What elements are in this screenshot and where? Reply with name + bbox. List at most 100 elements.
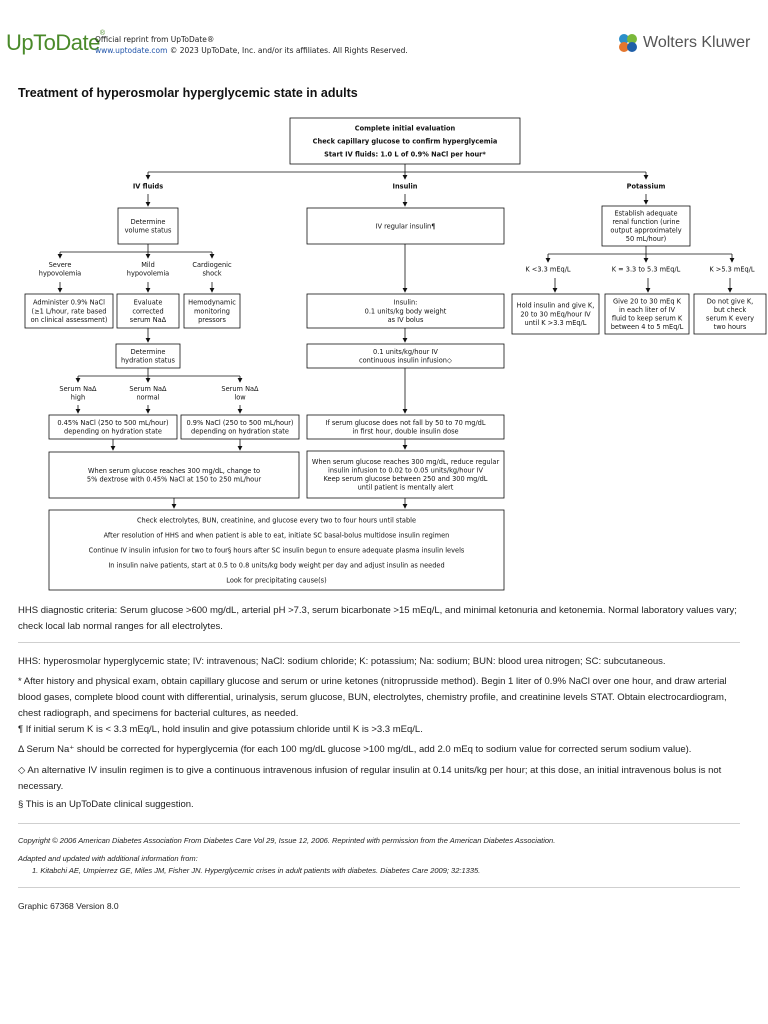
do-not-give-potassium-text: two hours bbox=[714, 323, 747, 331]
administer-nacl-text: Administer 0.9% NaCl bbox=[33, 299, 105, 307]
initial-evaluation-text: Check capillary glucose to confirm hyper… bbox=[313, 137, 498, 145]
sodium-low-text: low bbox=[234, 394, 246, 402]
dextrose-change-box bbox=[48, 451, 300, 499]
hemodynamic-monitoring-text: monitoring bbox=[194, 307, 230, 315]
do-not-give-potassium-text: Do not give K, bbox=[707, 297, 754, 305]
insulin-heading: Insulin bbox=[393, 182, 418, 190]
give-potassium-text: in each liter of IV bbox=[619, 306, 676, 314]
administer-nacl: Administer 0.9% NaCl(≥1 L/hour, rate bas… bbox=[24, 293, 114, 329]
evaluate-sodium-text: serum NaΔ bbox=[130, 316, 167, 324]
reprint-notice: Official reprint from UpToDate® www.upto… bbox=[95, 34, 408, 56]
administer-nacl-box bbox=[24, 293, 114, 329]
hold-insulin-text: until K >3.3 mEq/L bbox=[525, 319, 587, 327]
iv-fluids-heading-text: IV fluids bbox=[133, 182, 163, 190]
renal-function-text: 50 mL/hour) bbox=[626, 235, 666, 243]
reduce-insulin-box bbox=[306, 450, 505, 499]
give-potassium: Give 20 to 30 mEq Kin each liter of IVfl… bbox=[604, 293, 690, 335]
footnote-section: § This is an UpToDate clinical suggestio… bbox=[18, 799, 194, 810]
monitoring-steps-text: Check electrolytes, BUN, creatinine, and… bbox=[137, 516, 416, 524]
half-normal-saline: 0.45% NaCl (250 to 500 mL/hour)depending… bbox=[48, 414, 178, 440]
sodium-normal-text: Serum NaΔ bbox=[129, 385, 167, 393]
footnote-star: * After history and physical exam, obtai… bbox=[18, 676, 727, 719]
potassium-low: K <3.3 mEq/L bbox=[525, 265, 571, 273]
divider bbox=[18, 642, 740, 643]
sodium-normal-text: normal bbox=[136, 394, 159, 402]
volume-status-box bbox=[117, 207, 179, 245]
footnote-delta: Δ Serum Na⁺ should be corrected for hype… bbox=[18, 744, 692, 755]
cardiogenic-shock-text: shock bbox=[202, 270, 221, 278]
normal-saline-text: 0.9% NaCl (250 to 500 mL/hour) bbox=[187, 419, 294, 427]
do-not-give-potassium-text: but check bbox=[714, 306, 747, 314]
insulin-bolus-text: 0.1 units/kg body weight bbox=[365, 307, 447, 315]
graphic-version: Graphic 67368 Version 8.0 bbox=[18, 901, 119, 911]
dextrose-change: When serum glucose reaches 300 mg/dL, ch… bbox=[48, 451, 300, 499]
hydration-status-text: Determine bbox=[131, 348, 166, 356]
wolters-kluwer-icon bbox=[619, 34, 637, 52]
potassium-mid-text: K = 3.3 to 5.3 mEq/L bbox=[612, 265, 681, 273]
severe-hypovolemia-text: Severe bbox=[49, 261, 72, 269]
footnote-paragraph: ¶ If initial serum K is < 3.3 mEq/L, hol… bbox=[18, 724, 423, 735]
page-header: UpToDate® Official reprint from UpToDate… bbox=[0, 0, 768, 70]
uptodate-logo[interactable]: UpToDate® bbox=[6, 30, 105, 56]
insulin-infusion-text: 0.1 units/kg/hour IV bbox=[373, 348, 438, 356]
logo-registered-mark: ® bbox=[99, 30, 105, 37]
hemodynamic-monitoring-text: Hemodynamic bbox=[188, 299, 236, 307]
logo-text: UpToDate bbox=[6, 30, 100, 55]
abbreviations: HHS: hyperosmolar hyperglycemic state; I… bbox=[18, 656, 666, 667]
double-insulin: If serum glucose does not fall by 50 to … bbox=[306, 414, 505, 440]
copyright: Copyright © 2006 American Diabetes Assoc… bbox=[18, 836, 556, 845]
iv-fluids-heading: IV fluids bbox=[133, 182, 163, 190]
initial-evaluation-box bbox=[289, 117, 521, 165]
double-insulin-text: in first hour, double insulin dose bbox=[352, 428, 458, 436]
iv-regular-insulin-box bbox=[306, 207, 505, 245]
initial-evaluation-text: Complete initial evaluation bbox=[355, 124, 456, 132]
divider bbox=[18, 887, 740, 888]
hydration-status-text: hydration status bbox=[121, 357, 176, 365]
insulin-bolus-text: as IV bolus bbox=[388, 316, 424, 324]
renal-function-text: renal function (urine bbox=[612, 218, 679, 226]
potassium-mid: K = 3.3 to 5.3 mEq/L bbox=[612, 265, 681, 273]
dextrose-change-text: 5% dextrose with 0.45% NaCl at 150 to 25… bbox=[87, 476, 262, 484]
publisher-name: Wolters Kluwer bbox=[643, 34, 751, 51]
hold-insulin-text: Hold insulin and give K, bbox=[517, 302, 595, 310]
give-potassium-text: fluid to keep serum K bbox=[612, 315, 683, 323]
uptodate-link[interactable]: www.uptodate.com bbox=[95, 46, 168, 55]
insulin-infusion-box bbox=[306, 343, 505, 369]
hold-insulin-text: 20 to 30 mEq/hour IV bbox=[520, 310, 591, 318]
renal-function-box bbox=[601, 205, 691, 247]
reprint-line: Official reprint from UpToDate® bbox=[95, 35, 215, 44]
hold-insulin: Hold insulin and give K,20 to 30 mEq/hou… bbox=[511, 293, 600, 335]
iv-regular-insulin: IV regular insulin¶ bbox=[306, 207, 505, 245]
cardiogenic-shock-text: Cardiogenic bbox=[192, 261, 232, 269]
reduce-insulin-text: until patient is mentally alert bbox=[358, 484, 454, 492]
hold-insulin-box bbox=[511, 293, 600, 335]
diagnostic-criteria: HHS diagnostic criteria: Serum glucose >… bbox=[18, 605, 737, 632]
double-insulin-box bbox=[306, 414, 505, 440]
potassium-high: K >5.3 mEq/L bbox=[709, 265, 755, 273]
administer-nacl-text: on clinical assessment) bbox=[31, 316, 108, 324]
potassium-low-text: K <3.3 mEq/L bbox=[525, 265, 571, 273]
do-not-give-potassium-text: serum K every bbox=[706, 315, 754, 323]
hydration-status-box bbox=[115, 343, 181, 369]
sodium-low-text: Serum NaΔ bbox=[221, 385, 259, 393]
volume-status-text: volume status bbox=[125, 227, 172, 235]
normal-saline-text: depending on hydration state bbox=[191, 428, 289, 436]
wolters-kluwer-logo[interactable]: Wolters Kluwer bbox=[617, 32, 750, 54]
reduce-insulin-text: insulin infusion to 0.02 to 0.05 units/k… bbox=[328, 467, 483, 475]
adapted-note: Adapted and updated with additional info… bbox=[18, 854, 198, 863]
normal-saline: 0.9% NaCl (250 to 500 mL/hour)depending … bbox=[180, 414, 300, 440]
rights-text: © 2023 UpToDate, Inc. and/or its affilia… bbox=[167, 46, 408, 55]
divider bbox=[18, 823, 740, 824]
dextrose-change-text: When serum glucose reaches 300 mg/dL, ch… bbox=[88, 467, 260, 475]
potassium-heading: Potassium bbox=[627, 182, 666, 190]
mild-hypovolemia-text: Mild bbox=[141, 261, 155, 269]
